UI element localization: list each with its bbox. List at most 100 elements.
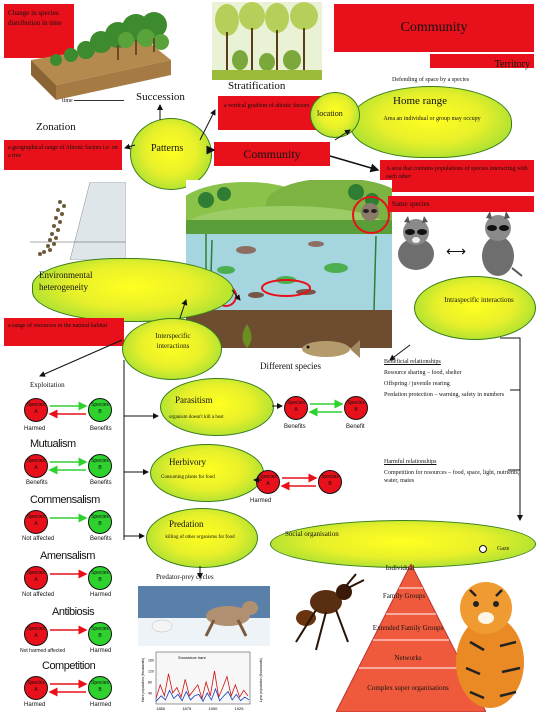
anti-species-a: Species A [24,622,48,646]
env-het-desc: a range of resources in the natural habi… [8,323,108,329]
pyramid-level-1: Family Groups [382,592,426,600]
anti-harmed: Harmed [90,648,112,654]
herbivory-blob: Herbivory Consuming plants for food [150,444,264,502]
succession-illustration [31,12,171,100]
chart-y-tick-0: 160 [148,659,154,663]
territory-label: Territory [494,59,530,70]
beneficial-block: Beneficial relationships Resource sharin… [384,358,534,399]
location-label: location [317,109,343,118]
mutual-species-a: Species A [24,454,48,478]
social-blob: Social organisation Gaze [270,520,536,568]
pyramid-level-3: Networks [394,654,422,662]
amensalism-label: Amensalism [40,550,95,562]
social-pyramid [336,564,486,712]
comp-harmed-b: Harmed [90,702,112,708]
zonation-desc-box: a geographical range of Abiotic factors … [4,140,122,170]
chart-x-tick-0: 1850 [156,706,166,711]
chart-title: Snowshoe hare [178,655,207,660]
anti-species-b: Species B [88,622,112,646]
predation-desc: killing of other organisms for food [165,535,235,540]
area-desc-box: A area that contains populations of spec… [380,160,534,192]
beneficial-title: Beneficial relationships [384,359,441,365]
predation-label: Predation [169,519,204,529]
raccoon-left-icon [398,216,434,270]
community-title-box: Community [334,4,534,52]
same-species-label: Same species [392,200,430,208]
competition-label: Competition [42,660,96,672]
same-species-circle [352,196,390,234]
same-species-box: Same species [388,196,534,212]
comp-species-a: Species A [24,676,48,700]
home-range-blob: Home range Area an individual or group m… [350,86,512,158]
intraspecific-blob: Intraspecific interactions [414,276,536,340]
patterns-label: Patterns [151,143,184,154]
interspecific-blob: Interspecific interactions [122,318,222,380]
comm-not-affected: Not affected [22,536,55,542]
territory-desc: Defending of space by a species [392,77,470,83]
community-title: Community [400,20,468,35]
succession-label: Succession [136,91,185,103]
herbivory-label: Herbivory [169,457,206,467]
comp-harmed-a: Harmed [24,702,46,708]
beneficial-item-0: Resource sharing – food, shelter [384,370,462,376]
parasitism-blob: Parasitism organism doesn't kill a host [160,378,274,436]
harmful-block: Harmful relationships Competition for re… [384,458,534,485]
chart-series-line-0 [155,670,249,700]
amen-species-b: Species B [88,566,112,590]
anti-not-harmed: Not harmed affected [20,648,66,654]
parasit-species-a: Species A [284,396,308,420]
zonation-illustration [30,182,126,260]
harm-species-a: Species A [256,470,280,494]
social-label: Social organisation [285,530,339,538]
exploit-harmed: Harmed [24,426,46,432]
exploit-species-b: Species B [88,398,112,422]
chart-x-tick-3: 1925 [235,706,245,711]
pyramid-level-4: Complex super organisations [367,684,449,692]
different-species-label: Different species [260,361,322,371]
beneficial-item-1: Offspring / juvenile rearing [384,381,450,387]
fish-icon [302,340,360,358]
parasit-species-b: Species B [344,396,368,420]
comm-benefits: Benefits [90,536,112,542]
intraspecific-label: Intraspecific interactions [444,296,514,304]
exploit-benefits: Benefits [90,426,112,432]
env-het-label: Environmental heterogeneity [39,270,93,292]
gaze-circle [479,545,487,553]
harmful-title: Harmful relationships [384,459,437,465]
zonation-desc: a geographical range of Abiotic factors … [8,145,118,159]
pyramid-level-0: Individual [385,564,415,572]
patterns-blob: Patterns [130,118,212,190]
stratification-label: Stratification [228,80,286,92]
raccoon-right-icon [482,211,523,277]
ant-icon [295,573,365,651]
herbivory-desc: Consuming plants for food [161,475,215,480]
mutualism-label: Mutualism [30,438,76,450]
predation-blob: Predation killing of other organisms for… [146,508,258,568]
raccoon-small-icon [361,203,379,221]
antibiosis-label: Antibiosis [52,606,95,618]
harmful-desc: Competition for resources – food, space,… [384,470,520,484]
territory-box: Territory [430,54,534,70]
mutual-benefits-a: Benefits [26,480,48,486]
chart-ylabel-right: Lynx population (thousands) [259,658,263,702]
zonation-label: Zonation [36,121,76,133]
tiger-icon [456,582,524,708]
parasit-benefits: Benefits [284,424,306,430]
comp-species-b: Species B [88,676,112,700]
pyramid-level-2: Extended Family Groups [372,624,444,632]
snail-icon [242,324,252,348]
time-arrow [74,100,124,101]
commensalism-label: Commensalism [30,494,100,506]
chart-y-tick-2: 80 [148,681,152,685]
mutual-species-b: Species B [88,454,112,478]
home-range-desc: Area an individual or group may occupy [383,116,481,122]
mutual-benefits-b: Benefits [90,480,112,486]
comm-species-b: Species B [88,510,112,534]
ecosystem-illustration [186,180,392,348]
chart-x-tick-2: 1900 [208,706,218,711]
harm-harmed: Harmed [250,498,272,504]
stratification-illustration [212,2,322,80]
predator-prey-label: Predator-prey cycles [156,573,214,581]
amen-harmed: Harmed [90,592,112,598]
interspecific-label: Interspecific interactions [155,332,191,350]
